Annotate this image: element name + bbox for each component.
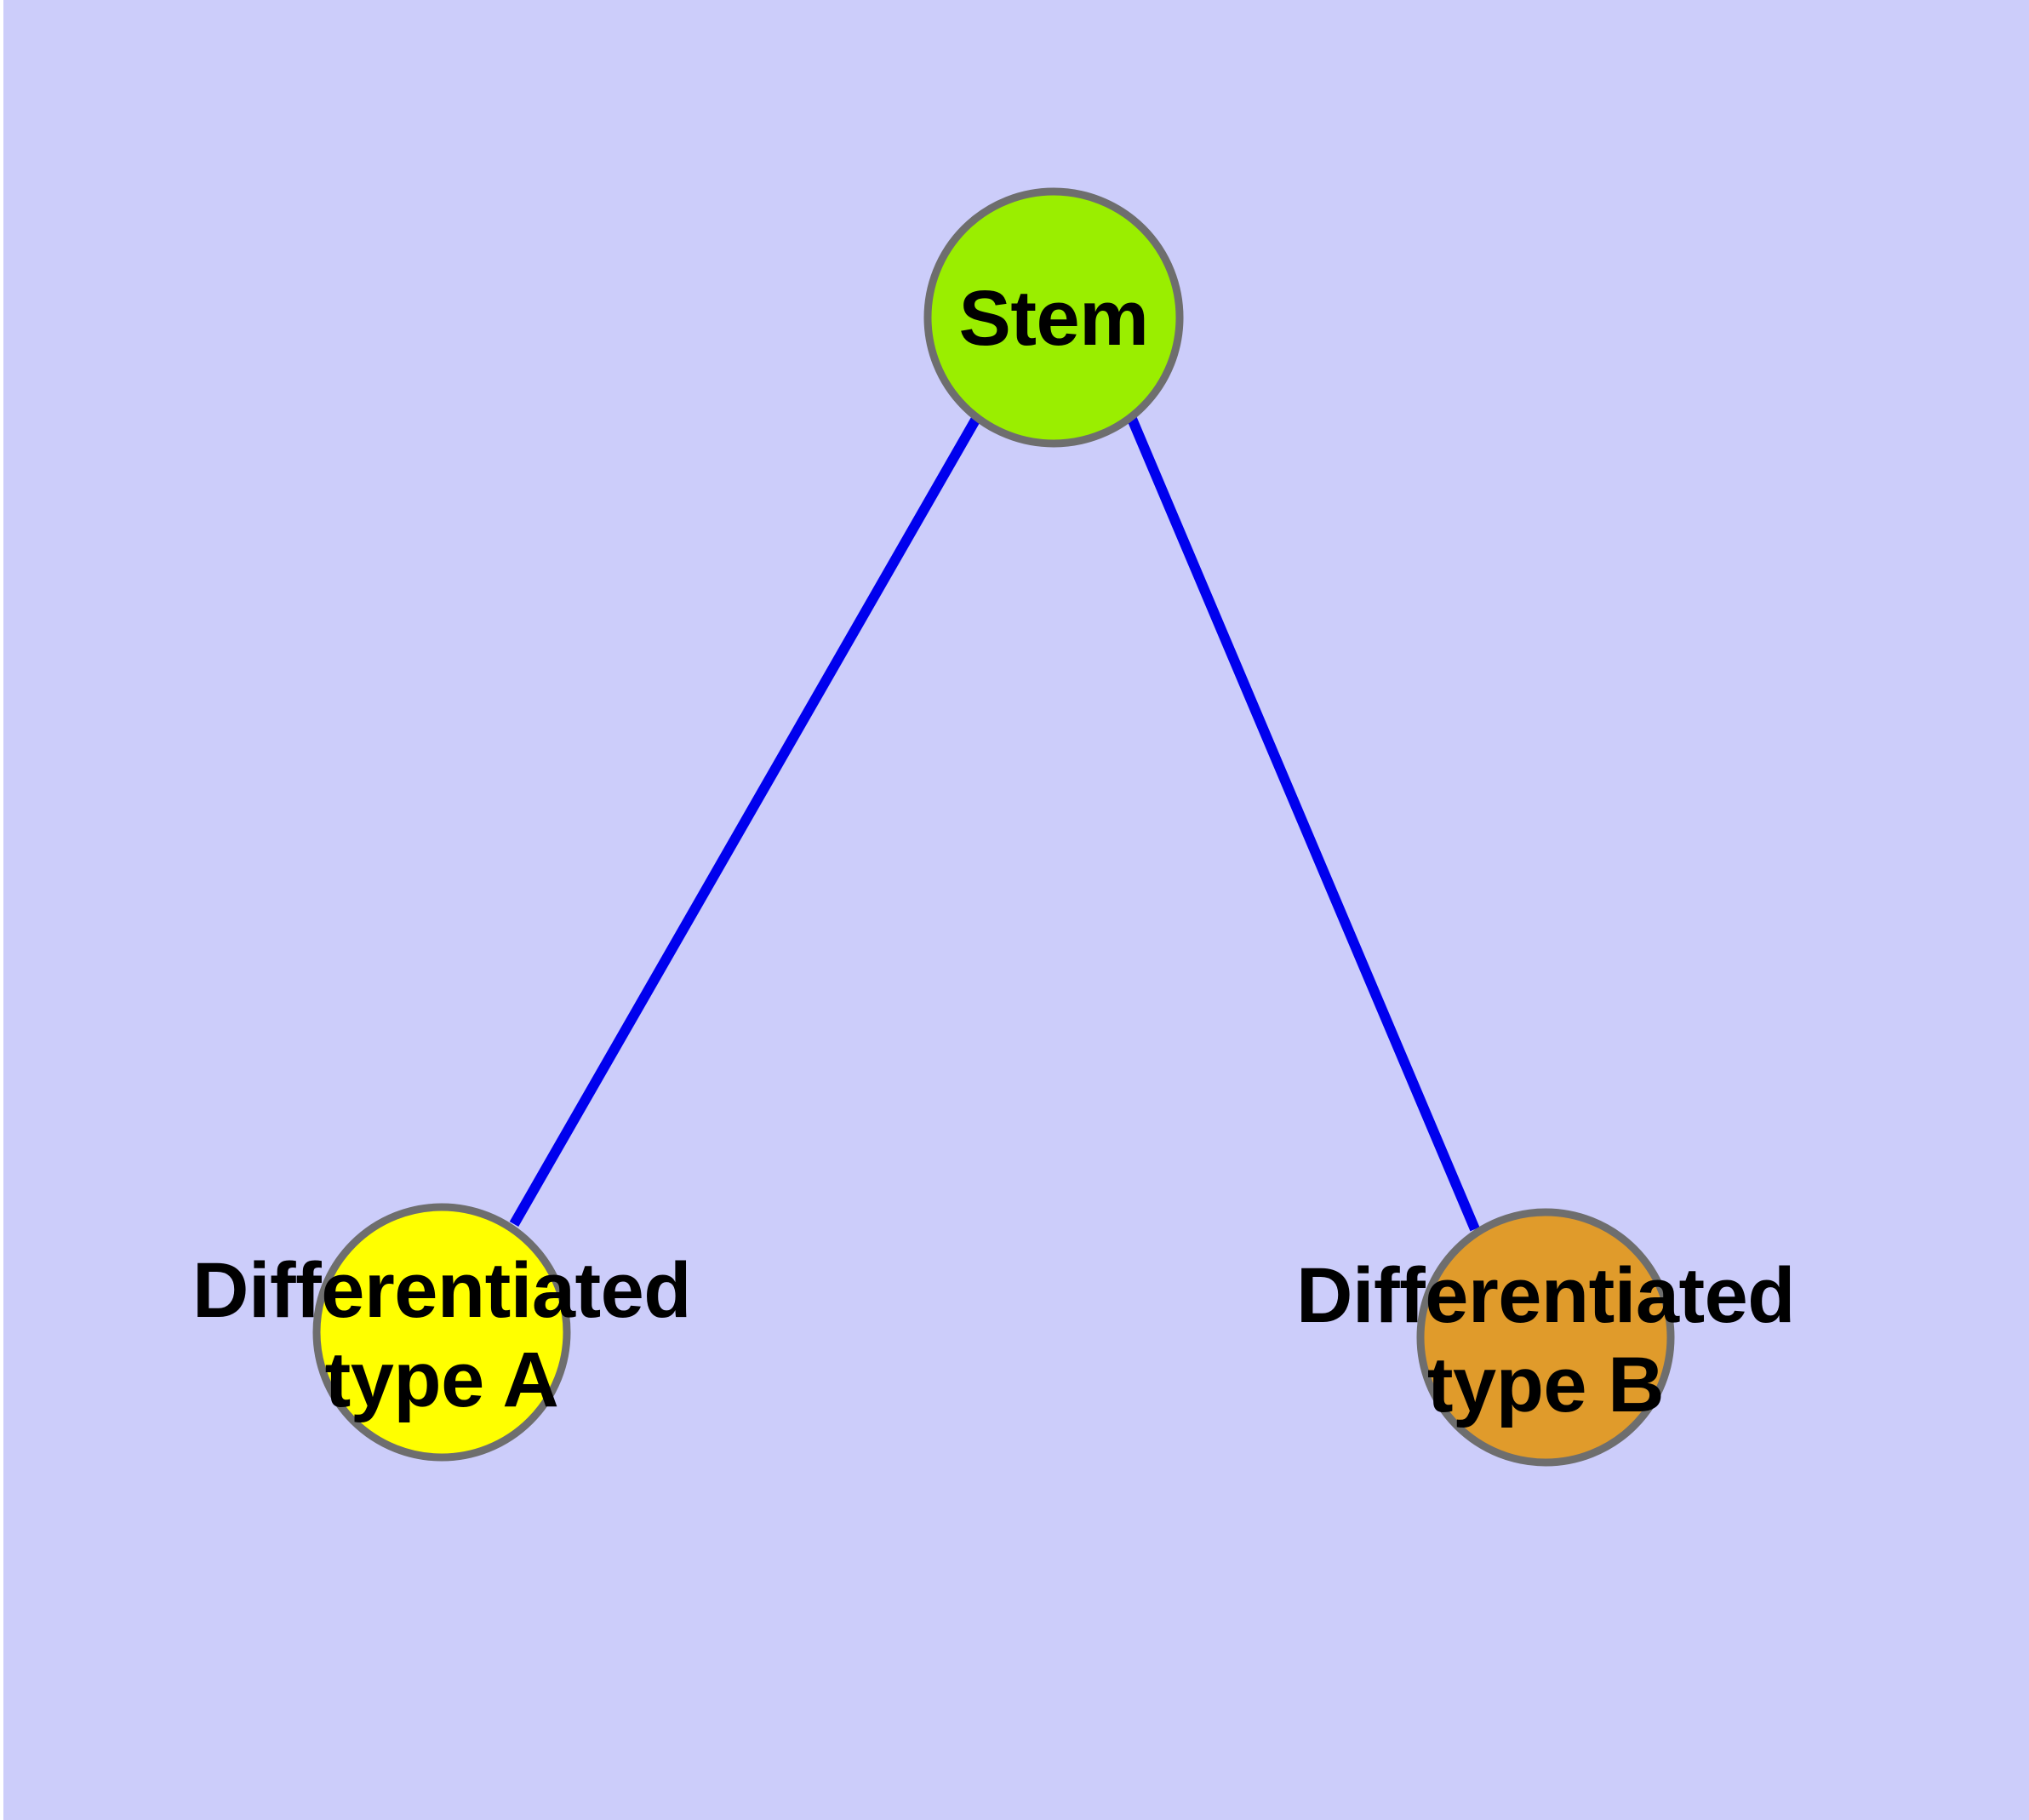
edge-stem-to-diff-b[interactable]: [1127, 416, 1480, 1232]
node-circle-diff-a[interactable]: [312, 1203, 571, 1462]
edge-stem-to-diff-a[interactable]: [509, 415, 982, 1227]
node-circle-stem[interactable]: [923, 187, 1184, 448]
node-circle-diff-b[interactable]: [1416, 1208, 1675, 1467]
